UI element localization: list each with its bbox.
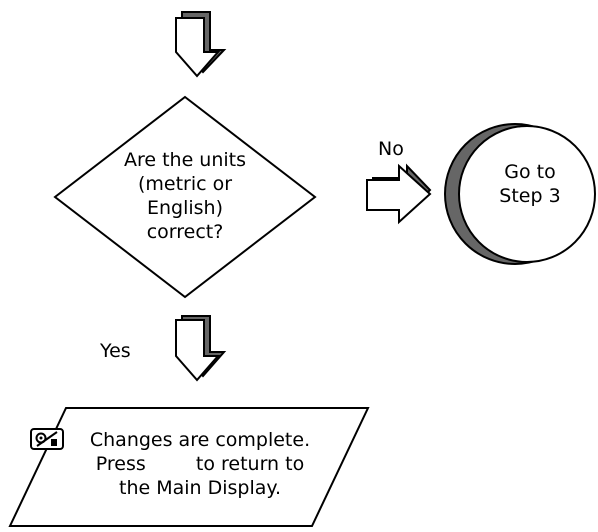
yes-label: Yes <box>100 340 131 362</box>
decision-line-2: (metric or <box>137 173 233 195</box>
result-line-1: Changes are complete. <box>89 429 311 451</box>
goto-line-1: Go to <box>504 161 556 183</box>
decision-line-4: correct? <box>146 221 224 243</box>
result-line-2: Press to return to <box>30 428 370 476</box>
goto-line-2: Step 3 <box>499 185 561 207</box>
result-text: Changes are complete. Press to return to… <box>30 428 370 500</box>
arrow-right-no <box>366 163 432 225</box>
decision-line-1: Are the units <box>123 149 247 171</box>
result-line-2-after: to return to <box>195 453 305 475</box>
arrow-down-top <box>175 11 227 78</box>
decision-text: Are the units (metric or English) correc… <box>100 148 270 244</box>
result-line-3: the Main Display. <box>119 477 281 499</box>
no-label: No <box>378 138 404 160</box>
result-parallelogram <box>8 407 370 527</box>
decision-diamond <box>53 95 317 299</box>
goto-text: Go to Step 3 <box>480 160 580 208</box>
result-line-2-before: Press <box>95 453 146 475</box>
goto-circle <box>444 123 596 265</box>
settings-clear-key-icon <box>30 428 188 475</box>
decision-line-3: English) <box>146 197 224 219</box>
arrow-down-yes <box>175 315 227 382</box>
